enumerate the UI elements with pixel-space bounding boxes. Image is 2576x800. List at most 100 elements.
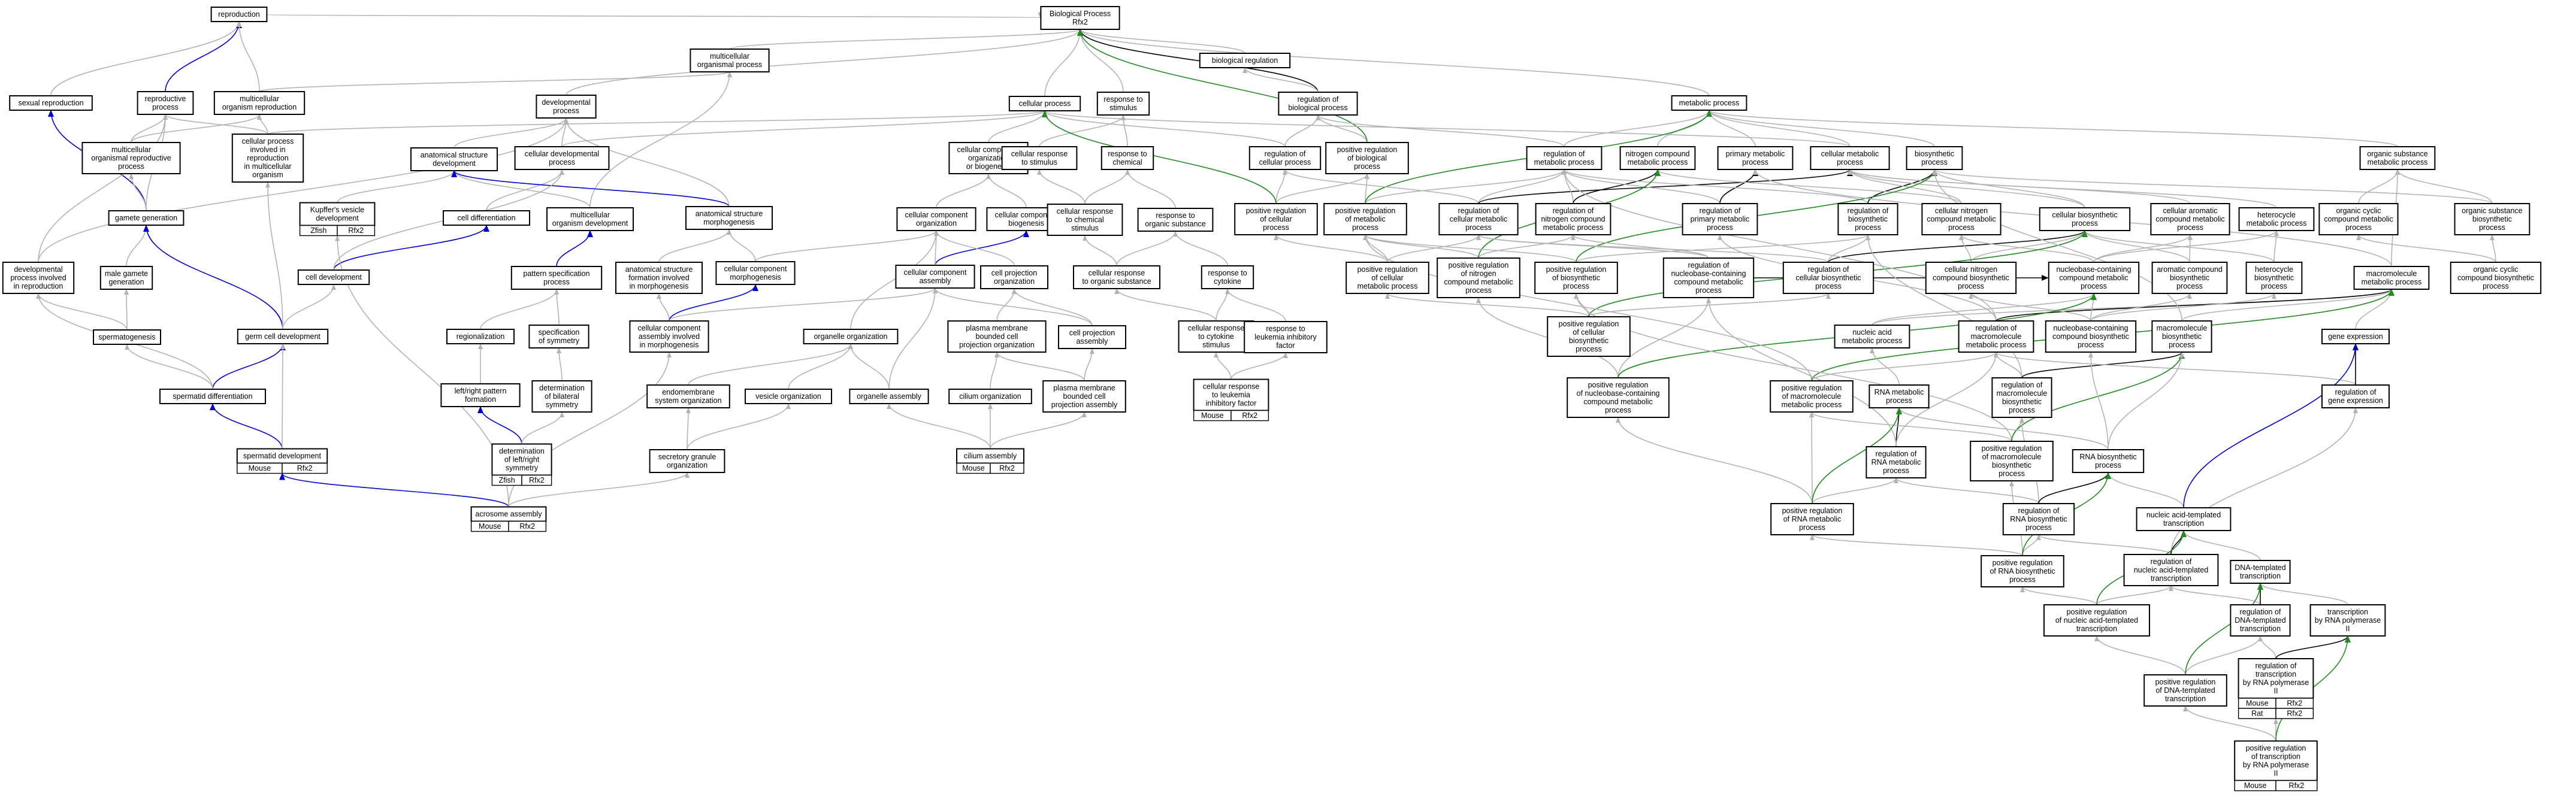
go-term-geneexpr[interactable]: gene expression bbox=[2321, 329, 2390, 344]
go-term-orgorg[interactable]: organelle organization bbox=[803, 329, 899, 344]
go-term-spermgen[interactable]: spermatogenesis bbox=[93, 329, 161, 345]
go-term-spermdiff[interactable]: spermatid differentiation bbox=[159, 389, 266, 404]
go-term-regmacrobp[interactable]: regulation ofmacromoleculebiosyntheticpr… bbox=[1991, 377, 2052, 418]
go-term-regionaliz[interactable]: regionalization bbox=[446, 329, 515, 344]
go-term-cellproc[interactable]: cellular process bbox=[1008, 96, 1081, 111]
go-term-gamgen[interactable]: gamete generation bbox=[108, 210, 185, 226]
go-term-reproduction[interactable]: reproduction bbox=[210, 7, 268, 22]
go-term-sexrep[interactable]: sexual reproduction bbox=[9, 95, 93, 111]
go-term-bioreg[interactable]: biological regulation bbox=[1199, 53, 1291, 68]
go-term-germdev[interactable]: germ cell development bbox=[237, 329, 329, 344]
go-term-vesorg[interactable]: vesicle organization bbox=[745, 389, 832, 404]
go-term-organassy[interactable]: organelle assembly bbox=[849, 389, 929, 404]
go-term-celldiff[interactable]: cell differentiation bbox=[443, 210, 530, 226]
